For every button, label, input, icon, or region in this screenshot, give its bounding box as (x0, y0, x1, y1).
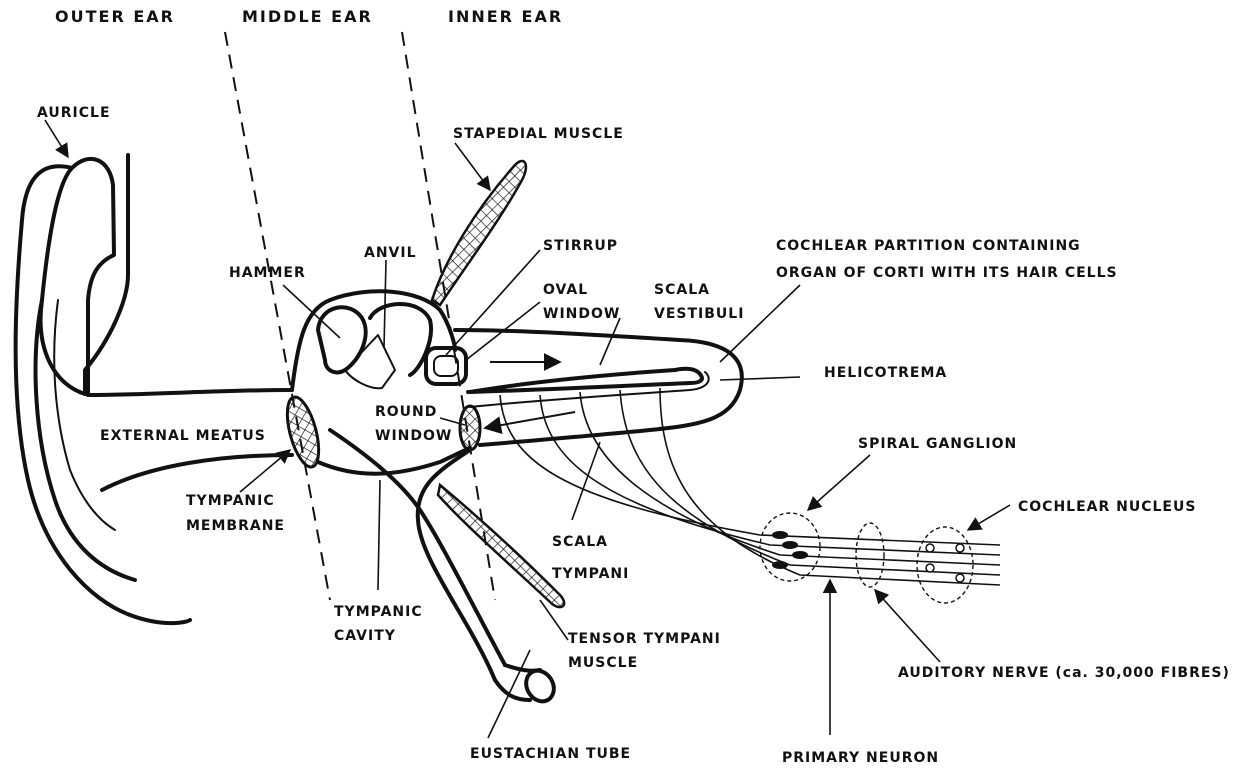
label-auditory-nerve: AUDITORY NERVE (ca. 30,000 FIBRES) (898, 665, 1230, 681)
middle-ear-floor (318, 448, 470, 474)
label-cochlear-partition-2: ORGAN OF CORTI WITH ITS HAIR CELLS (776, 265, 1118, 281)
auditory-nerve-fibres (500, 388, 1000, 585)
label-helicotrema: HELICOTREMA (824, 365, 947, 381)
meatus-upper-wall (88, 390, 290, 395)
label-anvil: ANVIL (364, 245, 417, 261)
region-inner-ear: INNER EAR (448, 7, 563, 26)
label-tensor-tympani-1: TENSOR TYMPANI (568, 631, 721, 647)
label-scala-tympani-2: TYMPANI (552, 566, 629, 582)
cochlear-nucleus-circle (917, 527, 973, 603)
label-external-meatus: EXTERNAL MEATUS (100, 428, 266, 444)
label-stapedial-muscle: STAPEDIAL MUSCLE (453, 126, 624, 142)
region-outer-ear: OUTER EAR (55, 7, 175, 26)
label-hammer: HAMMER (229, 265, 306, 281)
flow-arrow-tympani (485, 412, 575, 428)
label-tympanic-cavity-1: TYMPANIC (334, 604, 423, 620)
label-stirrup: STIRRUP (543, 238, 618, 254)
stirrup-shape (426, 348, 466, 384)
label-spiral-ganglion: SPIRAL GANGLION (858, 436, 1017, 452)
label-round-window-1: ROUND (375, 404, 437, 420)
hammer-shape (318, 307, 366, 372)
label-tympanic-membrane-1: TYMPANIC (186, 493, 275, 509)
label-oval-window-1: OVAL (543, 282, 588, 298)
label-tympanic-membrane-2: MEMBRANE (186, 518, 285, 534)
label-tensor-tympani-2: MUSCLE (568, 655, 638, 671)
label-oval-window-2: WINDOW (543, 306, 620, 322)
tensor-tympani-shape (438, 485, 564, 607)
stapedial-muscle-shape (432, 161, 526, 305)
divider-outer-middle (225, 32, 330, 600)
auricle-shape (16, 155, 190, 623)
label-scala-vestibuli-2: VESTIBULI (654, 306, 744, 322)
round-window-shape (460, 406, 480, 450)
label-tympanic-cavity-2: CAVITY (334, 628, 396, 644)
stirrup-inner (434, 356, 458, 376)
label-cochlear-nucleus: COCHLEAR NUCLEUS (1018, 499, 1196, 515)
tympanic-membrane-shape (281, 394, 325, 470)
anvil-shape (345, 335, 395, 388)
label-primary-neuron: PRIMARY NEURON (782, 750, 939, 766)
cochlea-shape (455, 330, 742, 445)
label-auricle: AURICLE (37, 105, 111, 121)
region-middle-ear: MIDDLE EAR (242, 7, 373, 26)
label-scala-tympani-1: SCALA (552, 534, 608, 550)
eustachian-lower-wall (418, 450, 495, 680)
label-round-window-2: WINDOW (375, 428, 452, 444)
label-scala-vestibuli-1: SCALA (654, 282, 710, 298)
auditory-nerve-circle (856, 523, 884, 587)
label-cochlear-partition-1: COCHLEAR PARTITION CONTAINING (776, 238, 1081, 254)
label-eustachian-tube: EUSTACHIAN TUBE (470, 746, 631, 762)
